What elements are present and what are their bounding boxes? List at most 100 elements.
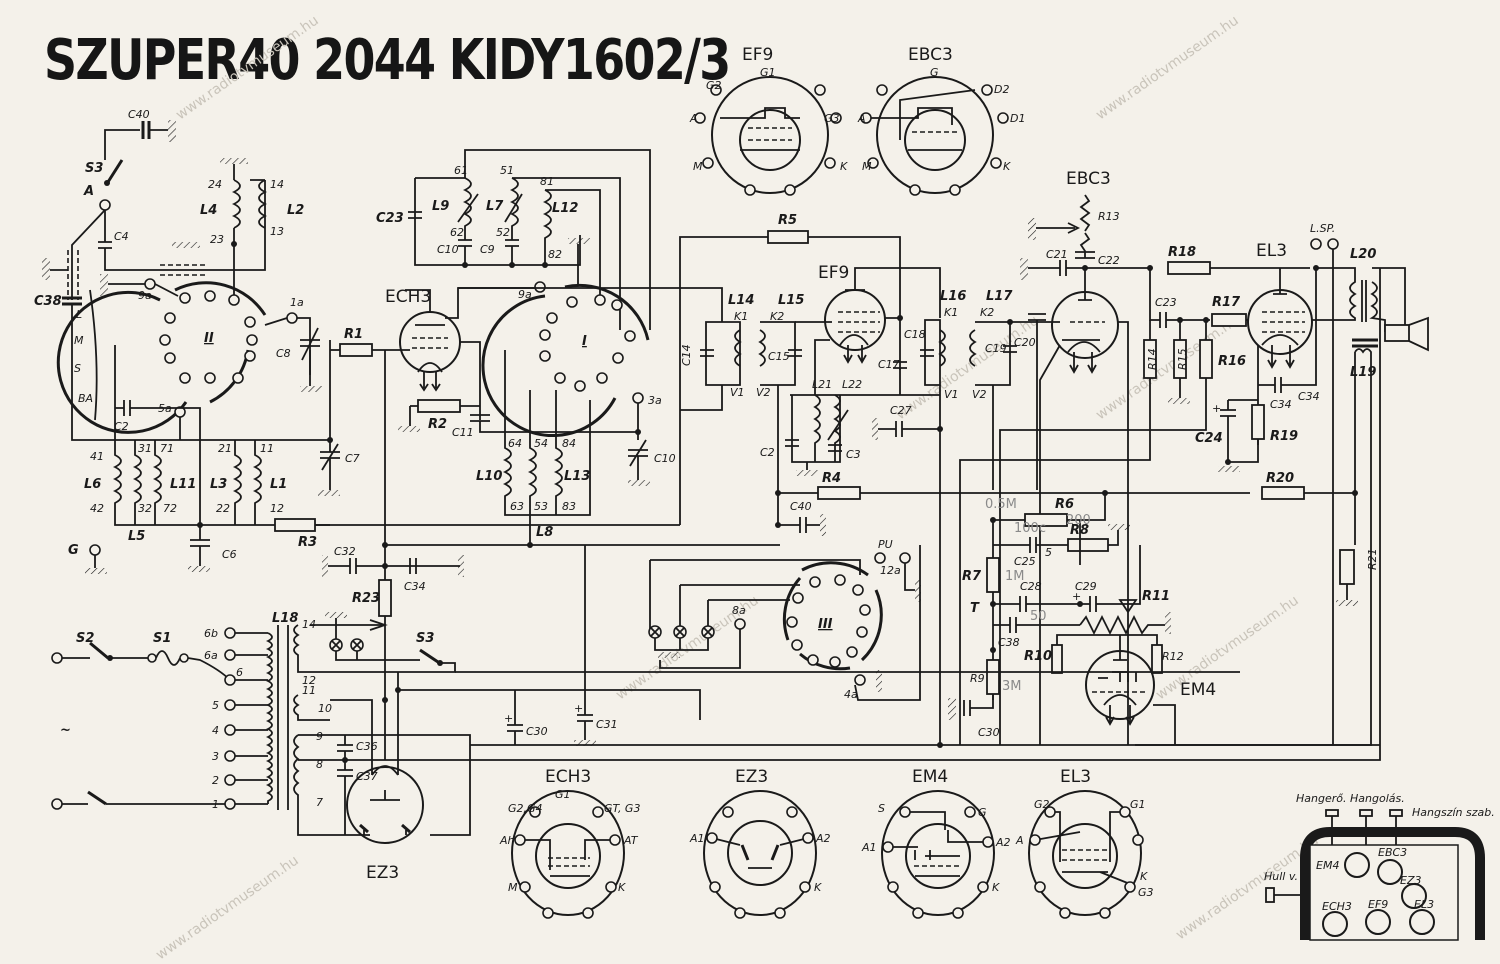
r1-resistor: R1 (330, 327, 410, 357)
svg-text:71: 71 (160, 442, 174, 455)
svg-text:12a: 12a (880, 564, 901, 577)
svg-text:L8: L8 (536, 525, 553, 540)
svg-text:www.radiotvmuseum.hu: www.radiotvmuseum.hu (173, 13, 322, 124)
svg-text:R21: R21 (1366, 548, 1379, 570)
svg-text:R1: R1 (344, 327, 363, 342)
svg-text:6: 6 (236, 666, 243, 679)
svg-text:L10: L10 (476, 469, 502, 484)
svg-text:51: 51 (500, 164, 514, 177)
svg-text:G2,G4: G2,G4 (508, 802, 543, 815)
ef9-tube: EF9 C17 L21 L22 C2 C3 (760, 263, 1250, 536)
svg-text:C17: C17 (878, 358, 900, 371)
svg-text:9: 9 (316, 730, 323, 743)
svg-text:K: K (618, 881, 626, 894)
svg-text:22: 22 (216, 502, 230, 515)
oscillator-coils: C23 61 L9 62 C10 51 L7 52 C9 81 L12 82 (376, 149, 651, 330)
svg-text:14: 14 (270, 178, 284, 191)
if-transformer-2: L16 K1 V1 C18 L17 K2 V2 C19 C20 (904, 289, 1060, 745)
svg-text:R16: R16 (1218, 354, 1246, 369)
svg-text:II: II (204, 331, 214, 346)
svg-text:V2: V2 (756, 386, 771, 399)
svg-text:M: M (693, 160, 703, 173)
svg-text:R11: R11 (1142, 589, 1170, 604)
antenna-section: C40 S3 A C4 C38 L M S BA (34, 108, 331, 441)
svg-text:23: 23 (210, 233, 224, 246)
svg-text:7: 7 (316, 796, 323, 809)
svg-text:www.radiotvmuseum.hu: www.radiotvmuseum.hu (153, 853, 302, 964)
svg-text:L9: L9 (432, 199, 449, 214)
svg-text:K: K (1003, 160, 1011, 173)
svg-text:R20: R20 (1266, 471, 1294, 486)
svg-text:EL3: EL3 (1060, 767, 1091, 787)
svg-text:S2: S2 (76, 631, 94, 646)
svg-text:C19: C19 (985, 342, 1007, 355)
svg-text:T: T (970, 601, 980, 616)
svg-text:C30: C30 (978, 726, 1000, 739)
svg-text:C32: C32 (334, 545, 356, 558)
svg-text:C34: C34 (1298, 390, 1320, 403)
svg-text:L13: L13 (564, 469, 590, 484)
svg-text:R18: R18 (1168, 245, 1196, 260)
svg-text:G: G (930, 66, 939, 79)
svg-text:C10: C10 (654, 452, 676, 465)
svg-text:EM4: EM4 (1316, 859, 1339, 872)
svg-text:C2: C2 (760, 446, 775, 459)
svg-text:C15: C15 (768, 350, 790, 363)
svg-text:L.SP.: L.SP. (1310, 222, 1335, 235)
svg-text:ECH3: ECH3 (545, 767, 591, 787)
svg-text:G1: G1 (1130, 798, 1146, 811)
svg-text:C11: C11 (452, 426, 474, 439)
svg-text:1: 1 (212, 798, 219, 811)
el3-tube: EL3 R17 C34 C34 R19 + C24 L.SP. (1135, 222, 1429, 746)
svg-text:M: M (862, 160, 872, 173)
svg-text:EM4: EM4 (912, 767, 948, 787)
em4-tube: R10 R12 EM4 (1024, 634, 1216, 745)
svg-text:Hangszín szab.: Hangszín szab. (1412, 806, 1495, 819)
svg-text:62: 62 (450, 226, 464, 239)
svg-text:~: ~ (60, 723, 71, 738)
svg-text:G2: G2 (706, 79, 722, 92)
svg-text:2: 2 (212, 774, 219, 787)
svg-text:EM4: EM4 (1180, 680, 1216, 700)
svg-text:V1: V1 (730, 386, 745, 399)
svg-text:C31: C31 (596, 718, 618, 731)
svg-text:R23: R23 (352, 591, 380, 606)
svg-text:12: 12 (270, 502, 284, 515)
svg-text:200: 200 (1066, 513, 1091, 528)
svg-text:C14: C14 (680, 344, 693, 366)
svg-text:A: A (857, 112, 866, 125)
svg-text:1a: 1a (290, 296, 304, 309)
svg-text:L17: L17 (986, 289, 1013, 304)
svg-text:C23: C23 (1155, 296, 1177, 309)
power-filter: C32 C34 R23 (322, 542, 780, 617)
svg-text:L12: L12 (552, 201, 578, 216)
svg-text:11: 11 (302, 684, 316, 697)
svg-text:G1: G1 (555, 788, 571, 801)
svg-text:R2: R2 (428, 417, 447, 432)
svg-text:64: 64 (508, 437, 522, 450)
svg-text:K2: K2 (770, 310, 784, 323)
wafer-ii-contacts (159, 290, 258, 384)
svg-text:G3: G3 (1138, 886, 1154, 899)
svg-text:A: A (689, 112, 698, 125)
svg-text:R15: R15 (1176, 348, 1189, 370)
svg-text:EZ3: EZ3 (366, 863, 399, 883)
svg-text:L16: L16 (940, 289, 966, 304)
svg-text:+: + (574, 702, 583, 715)
svg-text:C24: C24 (1195, 431, 1223, 446)
svg-text:EF9: EF9 (742, 45, 773, 65)
svg-text:C40: C40 (790, 500, 812, 513)
svg-text:A: A (83, 184, 94, 199)
svg-text:R13: R13 (1098, 210, 1120, 223)
svg-text:G: G (68, 543, 79, 558)
svg-text:52: 52 (496, 226, 510, 239)
transformer-primary-taps: 6b 6a 6 5 4 3 2 1 (204, 627, 243, 811)
ech3-tube: ECH3 R2 C11 (384, 287, 640, 760)
svg-text:EL3: EL3 (1256, 241, 1287, 261)
svg-text:L14: L14 (728, 293, 754, 308)
svg-text:+: + (504, 712, 513, 725)
svg-text:C3: C3 (846, 448, 861, 461)
svg-text:5: 5 (1045, 546, 1052, 559)
svg-text:L20: L20 (1350, 247, 1376, 262)
svg-text:61: 61 (454, 164, 468, 177)
